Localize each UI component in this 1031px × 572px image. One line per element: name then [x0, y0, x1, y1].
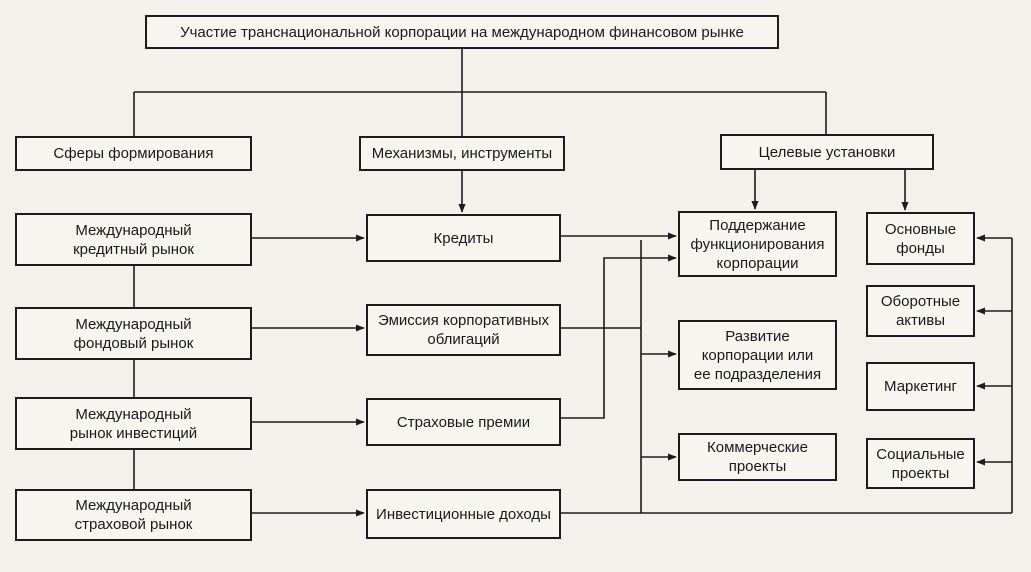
mechanism-credits-box: Кредиты	[366, 214, 561, 262]
asset-current-box: Оборотные активы	[866, 285, 975, 337]
mechanism-investment-income-box: Инвестиционные доходы	[366, 489, 561, 539]
sphere-credit-market-box: Международный кредитный рынок	[15, 213, 252, 266]
line-premiums-support	[561, 254, 677, 419]
category-spheres-box: Сферы формирования	[15, 136, 252, 171]
category-mechanisms-box: Механизмы, инструменты	[359, 136, 565, 171]
goal-commercial-box: Коммерческие проекты	[678, 433, 837, 481]
category-goals-box: Целевые установки	[720, 134, 934, 170]
asset-marketing-box: Маркетинг	[866, 362, 975, 411]
goal-development-box: Развитие корпорации или ее подразделения	[678, 320, 837, 390]
diagram-title-box: Участие транснациональной корпорации на …	[145, 15, 779, 49]
mechanism-premiums-box: Страховые премии	[366, 398, 561, 446]
sphere-stock-market-box: Международный фондовый рынок	[15, 307, 252, 360]
mechanism-bonds-box: Эмиссия корпоративных облигаций	[366, 304, 561, 356]
asset-fixed-box: Основные фонды	[866, 212, 975, 265]
asset-social-box: Социальные проекты	[866, 438, 975, 489]
sphere-investment-market-box: Международный рынок инвестиций	[15, 397, 252, 450]
goal-support-box: Поддержание функционирования корпорации	[678, 211, 837, 277]
sphere-insurance-market-box: Международный страховой рынок	[15, 489, 252, 541]
